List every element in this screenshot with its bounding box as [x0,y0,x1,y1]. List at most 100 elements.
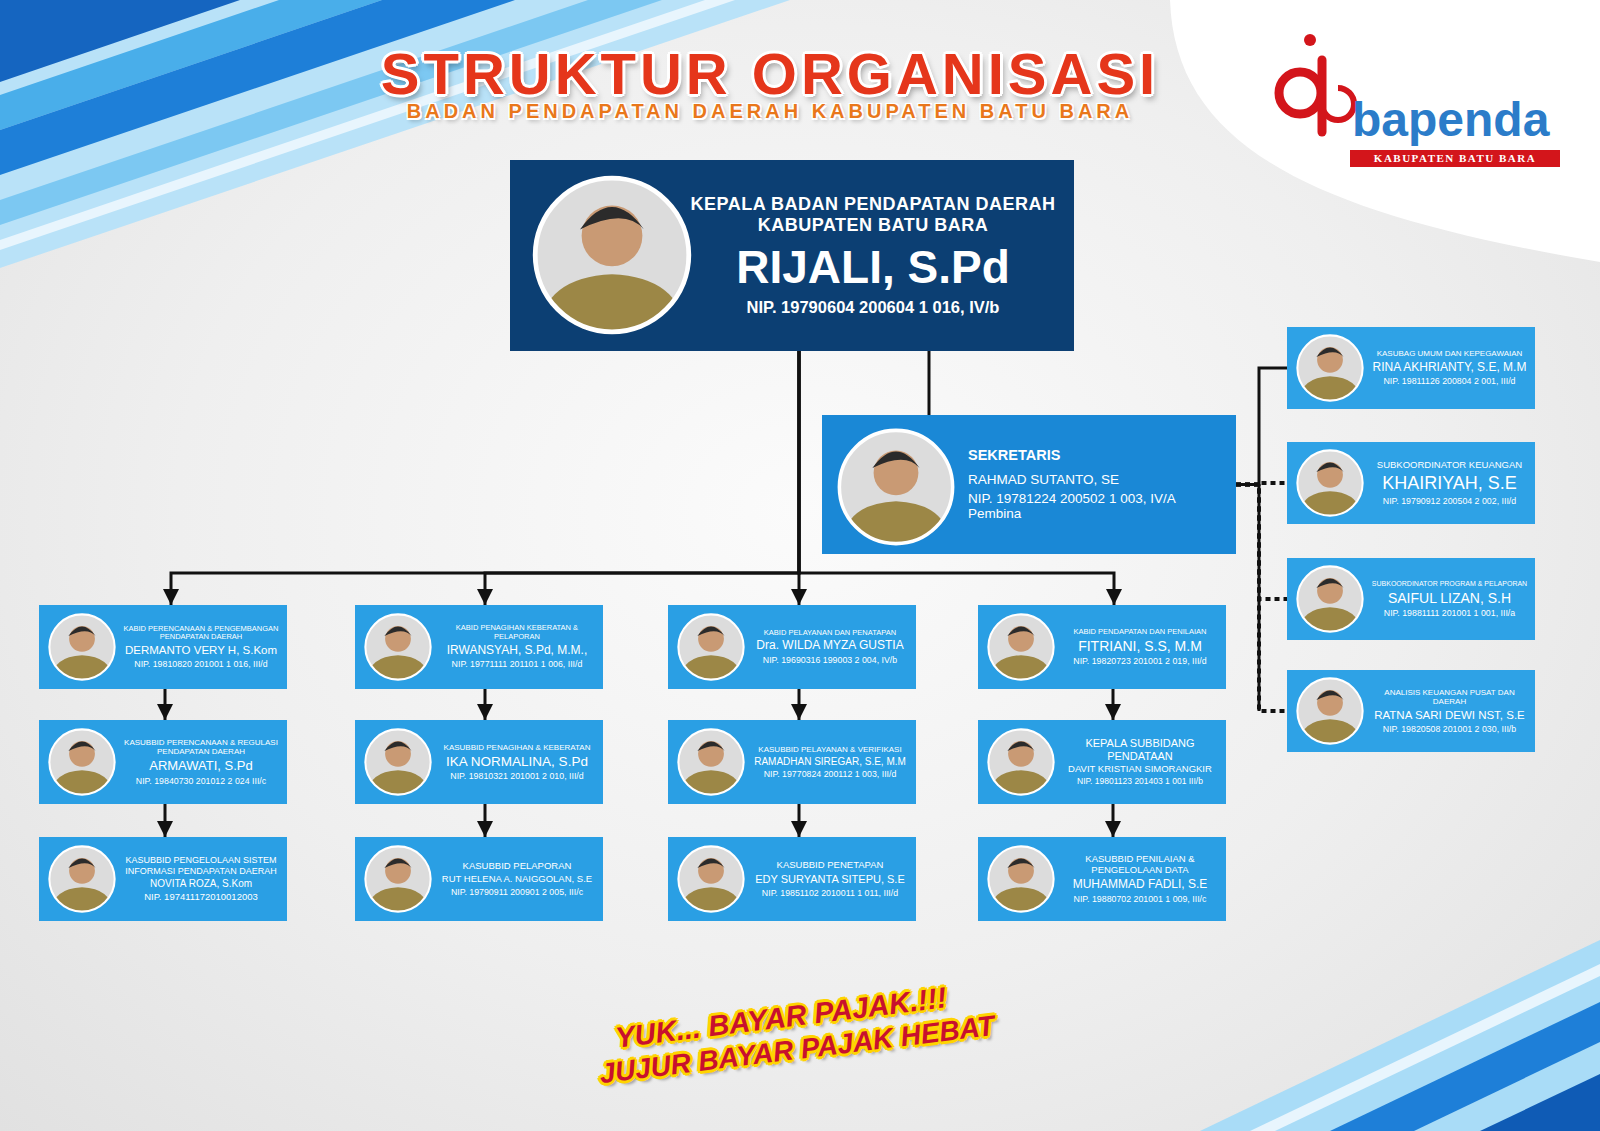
connector [798,689,801,720]
subtitle: BADAN PENDAPATAN DAERAH KABUPATEN BATU B… [407,101,1133,121]
employee-id: NIP. 19810321 201001 2 010, III/d [436,771,598,781]
person-name: RUT HELENA A. NAIGGOLAN, S.E [436,874,598,885]
person-name: FITRIANI, S.S, M.M [1059,638,1221,654]
connector [1236,368,1287,485]
employee-id: NIP. 19781224 200502 1 003, IV/A Pembina [968,491,1228,522]
connector [171,351,799,605]
person-name: RAHMAD SUTANTO, SE [968,472,1228,488]
logo-mark [1304,34,1316,46]
position-title: KEPALA BADAN PENDAPATAN DAERAH KABUPATEN… [678,194,1068,235]
person-name: ARMAWATI, S.Pd [120,759,282,774]
position-title: KABID PENAGIHAN KEBERATAN & PELAPORAN [436,624,598,641]
employee-id: NIP. 19801123 201403 1 001 III/b [1059,777,1221,787]
logo-band [1350,150,1560,167]
connector [484,804,487,837]
employee-id: NIP. 19811126 200804 2 001, III/d [1368,376,1531,386]
connector [164,689,167,720]
position-title: KABID PERENCANAAN & PENGEMBANGAN PENDAPA… [120,625,282,642]
connector [1112,804,1115,837]
portrait-photo [365,846,430,913]
portrait-photo [535,178,689,335]
employee-id: NIP. 19880702 201001 1 009, III/c [1059,894,1221,904]
person-name: MUHAMMAD FADLI, S.E [1059,878,1221,892]
logo-panel [1170,0,1600,262]
connector [1236,483,1287,485]
portrait-photo [678,614,743,681]
portrait-photo [1297,450,1362,517]
position-title: KASUBBID PELAPORAN [436,861,598,872]
portrait-photo [365,729,430,796]
blue-stripe [1250,964,1600,1131]
logo-mark [1279,72,1321,114]
employee-id: NIP. 19770824 200112 1 003, III/d [749,769,911,779]
portrait-photo [988,846,1053,913]
portrait-photo [988,729,1053,796]
portrait-photo [988,614,1053,681]
employee-id: NIP. 19840730 201012 2 024 III/c [120,776,282,786]
position-title: KABID PENDAPATAN DAN PENILAIAN [1059,628,1221,637]
portrait-photo [678,729,743,796]
portrait-photo [1297,678,1362,745]
position-title: SUBKOORDINATOR KEUANGAN [1368,460,1531,471]
employee-id: NIP. 19790911 200901 2 005, III/c [436,887,598,897]
connector [485,351,799,605]
position-title: SUBKOORDINATOR PROGRAM & PELAPORAN [1368,580,1531,588]
connector [484,689,487,720]
connector [1112,689,1115,720]
blue-stripe [1480,1074,1600,1131]
position-title: KASUBBID PERENCANAAN & REGULASI PENDAPAT… [120,738,282,756]
connector [1236,485,1287,600]
connector [164,804,167,837]
employee-id: NIP. 19851102 2010011 1 011, III/d [749,888,911,898]
employee-id: NIP. 19790912 200504 2 002, III/d [1368,496,1531,506]
person-name: RATNA SARI DEWI NST, S.E [1368,709,1531,722]
portrait-photo [1297,335,1362,402]
portrait-photo [1297,566,1362,633]
person-name: RAMADHAN SIREGAR, S.E, M.M [749,756,911,768]
employee-id: NIP. 19690316 199003 2 004, IV/b [749,655,911,665]
portrait-photo [365,614,430,681]
employee-id: NIP. 19881111 201001 1 001, III/a [1368,608,1531,618]
portrait-photo [678,846,743,913]
logo-tagline: KABUPATEN BATU BARA [1374,150,1536,167]
position-title: KASUBBID PENAGIHAN & KEBERATAN [436,743,598,752]
blue-stripe [1330,1002,1600,1131]
logo-mark [1322,88,1354,120]
position-title: KABID PELAYANAN DAN PENATAPAN [749,629,911,638]
employee-id: NIP. 197411172010012003 [120,892,282,903]
portrait-photo [49,846,114,913]
person-name: Dra. WILDA MYZA GUSTIA [749,639,911,653]
connector [928,351,931,415]
employee-id: NIP. 19810820 201001 1 016, III/d [120,659,282,669]
employee-id: NIP. 19771111 201101 1 006, III/d [436,659,598,669]
position-title: KASUBAG UMUM DAN KEPEGAWAIAN [1368,349,1531,358]
logo-wordmark: bapenda [1352,96,1549,144]
employee-id: NIP. 19820508 201001 2 030, III/b [1368,724,1531,734]
person-name: SAIFUL LIZAN, S.H [1368,590,1531,606]
connector [1236,485,1287,712]
position-title: KASUBBID PENETAPAN [749,860,911,871]
person-name: RINA AKHRIANTY, S.E, M.M [1368,361,1531,375]
person-name: IKA NORMALINA, S.Pd [436,754,598,770]
position-title: KASUBBID PENILAIAN & PENGELOLAAN DATA [1059,854,1221,876]
connector [798,804,801,837]
person-name: RIJALI, S.Pd [678,241,1068,294]
person-name: DERMANTO VERY H, S.Kom [120,644,282,657]
person-name: EDY SURYANTA SITEPU, S.E [749,873,911,886]
portrait-photo [49,614,114,681]
logo-mark [1318,60,1327,132]
employee-id: NIP. 19820723 201001 2 019, III/d [1059,656,1221,666]
position-title: KEPALA SUBBIDANG PENDATAAN [1059,737,1221,762]
blue-stripe [1200,940,1600,1131]
portrait-photo [839,430,952,546]
position-title: KASUBBID PENGELOLAAN SISTEM INFORMASI PE… [120,855,282,876]
person-name: DAVIT KRISTIAN SIMORANGKIR [1059,764,1221,775]
person-name: IRWANSYAH, S.Pd, M.M., [436,644,598,658]
position-title: KASUBBID PELAYANAN & VERIFIKASI [749,745,911,754]
position-title: SEKRETARIS [968,447,1228,464]
position-title: ANALISIS KEUANGAN PUSAT DAN DAERAH [1368,688,1531,706]
employee-id: NIP. 19790604 200604 1 016, IV/b [678,298,1068,317]
portrait-photo [49,729,114,796]
title: STRUKTUR ORGANISASI [381,45,1159,103]
